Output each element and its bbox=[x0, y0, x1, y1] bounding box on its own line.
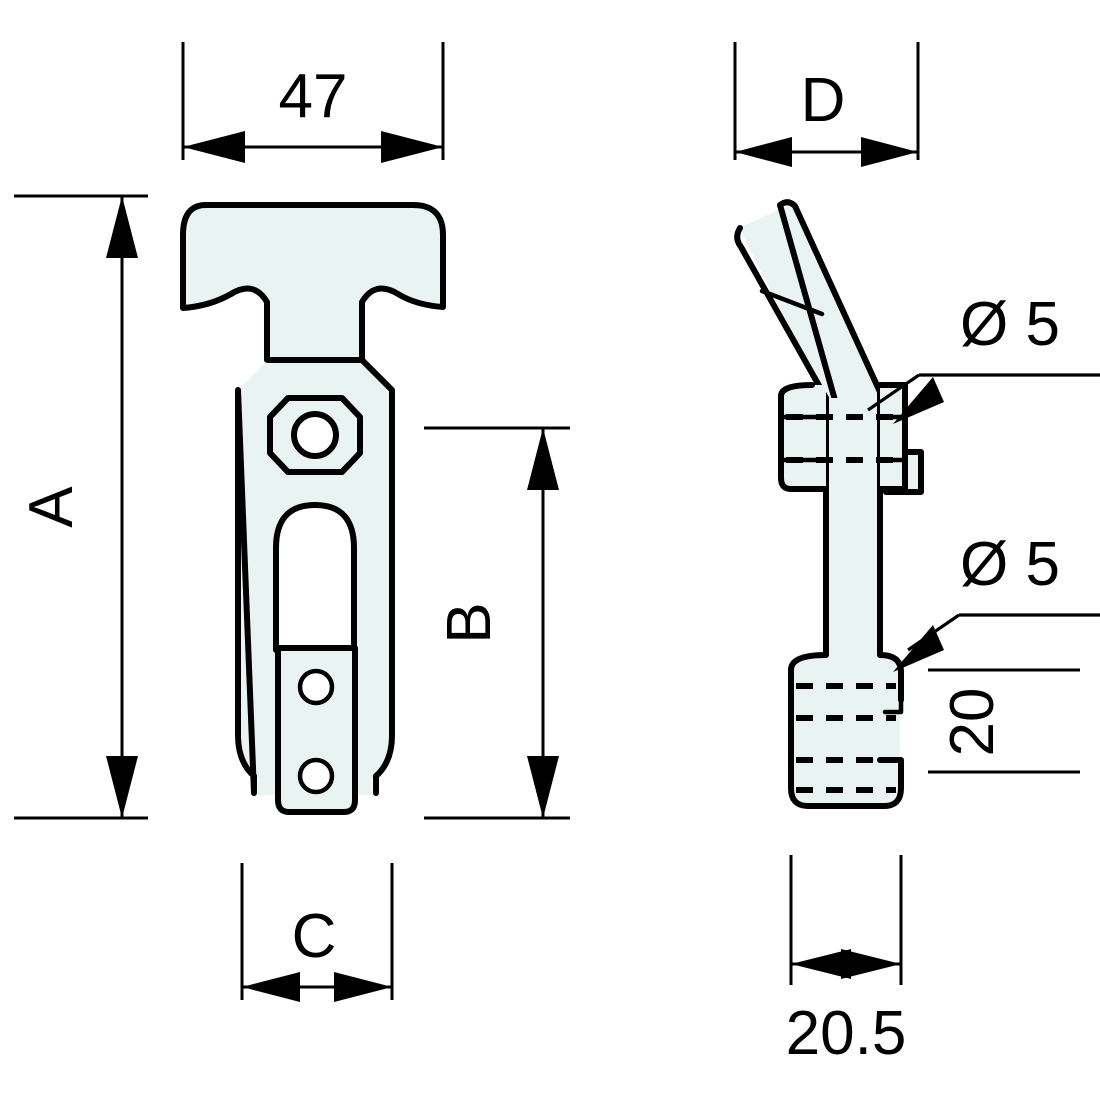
dimension-B: B bbox=[424, 426, 570, 820]
front-view-hex-boss bbox=[267, 395, 363, 475]
dim-A-label: A bbox=[17, 486, 86, 528]
dim-20-5-label: 20.5 bbox=[786, 999, 907, 1068]
dimension-D: D bbox=[733, 42, 920, 167]
arrowhead-left bbox=[791, 949, 851, 979]
dimension-20: 20 bbox=[928, 668, 1080, 774]
dim-diameter-lower-label: Ø 5 bbox=[960, 530, 1060, 599]
side-view bbox=[734, 199, 924, 809]
dimension-20-5: 20.5 bbox=[786, 855, 907, 1068]
arrowhead-right bbox=[334, 972, 392, 1002]
callout-diameter-lower: Ø 5 bbox=[893, 530, 1100, 672]
arrowhead-left bbox=[242, 972, 300, 1002]
side-view-upper-pin-hidden bbox=[786, 414, 901, 463]
callout-diameter-upper: Ø 5 bbox=[867, 290, 1100, 424]
arrowhead-down bbox=[527, 756, 559, 818]
dimension-C: C bbox=[240, 863, 394, 1002]
dim-20-label: 20 bbox=[938, 688, 1007, 757]
dim-diameter-upper-label: Ø 5 bbox=[960, 290, 1060, 359]
arrowhead-up bbox=[106, 196, 138, 258]
front-view bbox=[180, 202, 446, 815]
dim-C-label: C bbox=[292, 902, 337, 971]
arrowhead-down bbox=[106, 756, 138, 818]
dimension-A: A bbox=[14, 194, 148, 820]
side-view-upper-bracket-left bbox=[778, 382, 829, 492]
arrowhead-leader bbox=[893, 377, 944, 424]
dim-D-label: D bbox=[801, 66, 846, 135]
arrowhead-right bbox=[381, 131, 443, 163]
dimension-47: 47 bbox=[181, 42, 445, 163]
arrowhead-right bbox=[861, 137, 918, 167]
front-view-slot bbox=[273, 502, 357, 653]
arrowhead-up bbox=[527, 428, 559, 490]
arrowhead-right bbox=[841, 949, 901, 979]
arrowhead-left bbox=[735, 137, 792, 167]
dim-47-label: 47 bbox=[279, 62, 348, 131]
arrowhead-leader bbox=[893, 625, 944, 672]
side-view-lower-bracket bbox=[788, 652, 904, 809]
front-view-tongue bbox=[275, 645, 358, 815]
dim-B-label: B bbox=[435, 602, 504, 643]
front-view-body bbox=[180, 202, 446, 363]
arrowhead-left bbox=[183, 131, 245, 163]
